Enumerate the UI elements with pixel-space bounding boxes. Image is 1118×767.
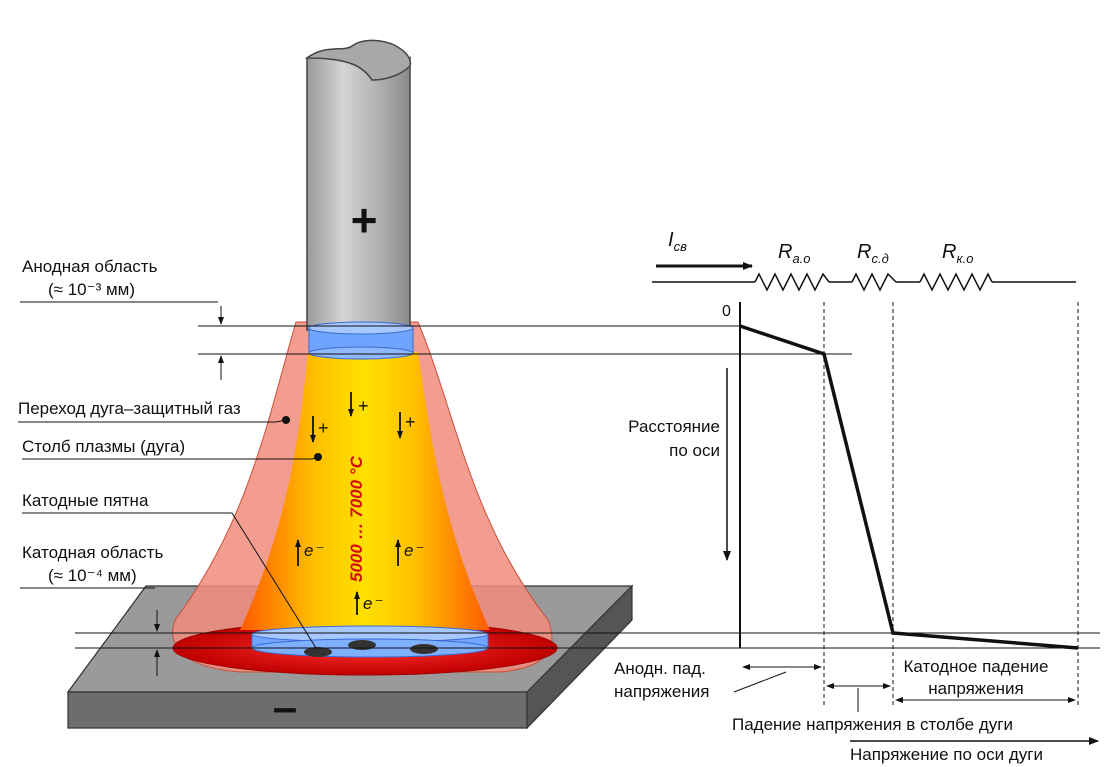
label-cathode-spots: Катодные пятна — [22, 491, 149, 510]
leader-cathode-spots — [22, 512, 317, 649]
plasma-dot — [314, 453, 322, 461]
resistor-cathode-label: Rк.о — [942, 241, 973, 266]
label-cathode-size: (≈ 10⁻⁴ мм) — [48, 566, 137, 585]
ion-plus-3: + — [405, 412, 416, 432]
plasma-column — [240, 352, 490, 630]
temperature-label: 5000 … 7000 °C — [347, 455, 366, 582]
electron-markers — [295, 539, 401, 615]
electron-label-1: e⁻ — [304, 541, 324, 560]
electron-label-2: e⁻ — [404, 541, 424, 560]
electron-label-3: e⁻ — [363, 594, 383, 613]
reference-lines — [75, 325, 1100, 649]
column-drop-label: Падение напряжения в столбе дуги — [732, 715, 1013, 734]
voltage-axis-label: Напряжение по оси дуги — [850, 745, 1043, 764]
anode-drop-label-1: Анодн. пад. — [614, 659, 706, 678]
anode-contact-disc — [308, 321, 414, 360]
voltage-curve — [739, 324, 1079, 650]
label-anode-size: (≈ 10⁻³ мм) — [48, 280, 135, 299]
circuit — [652, 272, 1076, 292]
label-cathode-region: Катодная область — [22, 543, 163, 562]
segment-arrows — [733, 664, 1076, 712]
workpiece-sign: – — [273, 683, 297, 732]
current-label: Iсв — [668, 229, 687, 254]
anode-drop-label-2: напряжения — [614, 682, 709, 701]
leader-transition — [18, 419, 287, 423]
graph-dashed-lines — [823, 302, 1079, 706]
ion-plus-1: + — [358, 396, 369, 416]
label-transition: Переход дуга–защитный газ — [18, 399, 241, 418]
distance-axis-label-2: по оси — [669, 441, 720, 460]
ion-plus-2: + — [318, 418, 329, 438]
graph-zero-label: 0 — [722, 303, 731, 320]
cathode-drop-label-1: Катодное падение — [904, 657, 1049, 676]
electrode-sign: + — [351, 194, 378, 246]
resistor-anode-label: Rа.о — [778, 241, 811, 266]
cathode-drop-label-2: напряжения — [928, 679, 1023, 698]
ion-markers — [310, 392, 403, 443]
electrode — [304, 39, 412, 331]
resistor-column-label: Rс.д — [857, 241, 889, 266]
dimension-arrows — [154, 306, 224, 676]
label-anode-region: Анодная область — [22, 257, 158, 276]
distance-axis-label-1: Расстояние — [628, 417, 720, 436]
label-plasma-column: Столб плазмы (дуга) — [22, 437, 185, 456]
transition-dot — [282, 416, 290, 424]
